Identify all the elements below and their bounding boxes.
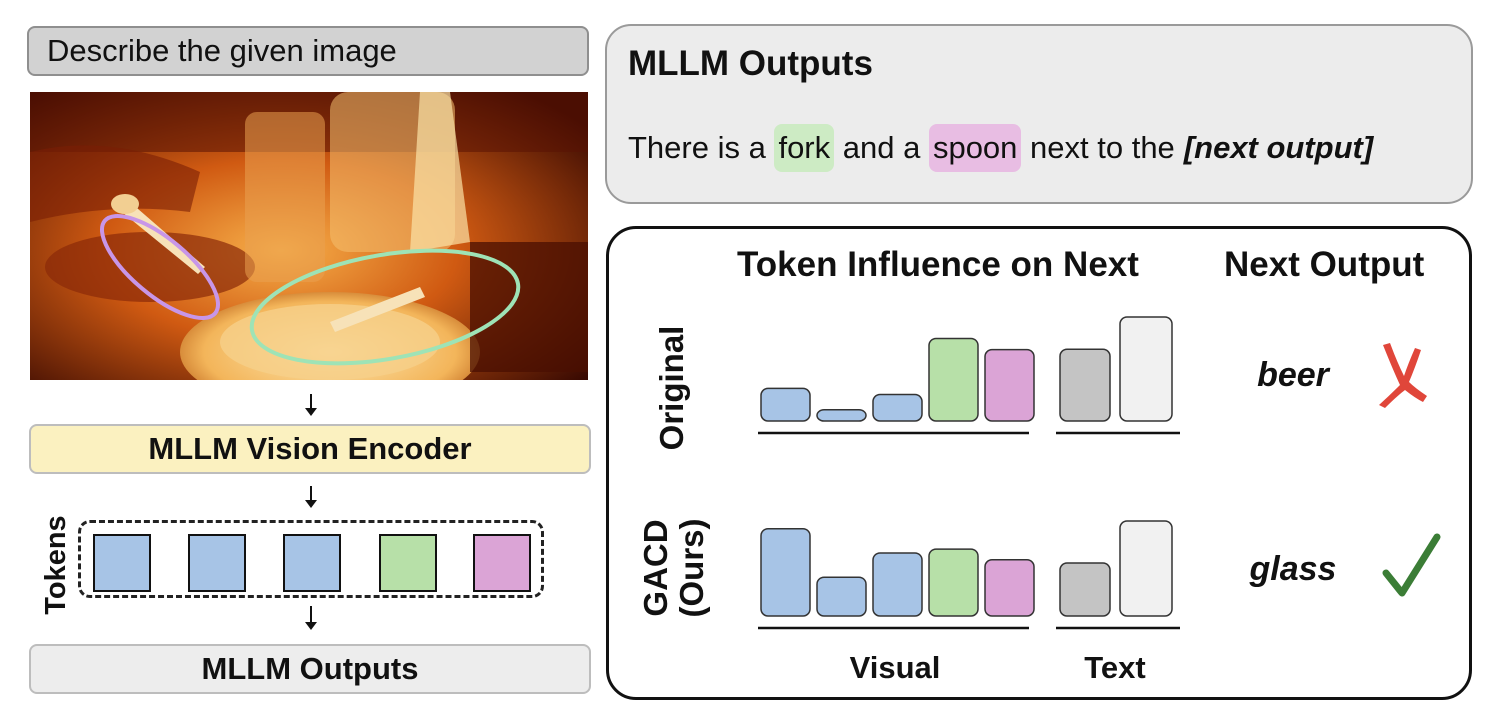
prompt-text: Describe the given image (47, 33, 397, 68)
next-output-placeholder: [next output] (1183, 130, 1374, 165)
row-label-gacd: GACD (637, 519, 674, 616)
visual-token-bar (928, 548, 979, 617)
visual-token-bar (816, 576, 867, 617)
text-token-bar (1059, 562, 1111, 617)
text-token-bar (1119, 316, 1173, 422)
next-output-word: glass (1249, 550, 1337, 588)
visual-token-bar (816, 409, 867, 422)
xlabel-visual: Visual (850, 650, 941, 685)
sentence-part: There is a (628, 130, 775, 165)
token-square (473, 534, 531, 592)
header-next-output: Next Output (1224, 245, 1425, 284)
visual-token-bar (872, 393, 923, 422)
output-sentence: There is a fork and a spoon next to the … (628, 122, 1373, 174)
vision-encoder-box: MLLM Vision Encoder (29, 424, 591, 474)
token-influence-panel (606, 226, 1472, 700)
visual-token-bar (760, 527, 811, 617)
arrow-down-icon (305, 606, 317, 630)
text-token-bar (1119, 520, 1173, 617)
text-token-bar (1059, 348, 1111, 422)
mllm-outputs-box: MLLM Outputs (29, 644, 591, 694)
visual-token-bar (872, 552, 923, 617)
highlight-spoon: spoon (928, 124, 1022, 172)
outputs-label: MLLM Outputs (201, 651, 419, 686)
visual-token-bar (984, 558, 1035, 617)
token-square (188, 534, 246, 592)
header-influence: Token Influence on Next (737, 245, 1139, 284)
prompt-box: Describe the given image (27, 26, 589, 76)
cross-icon (1379, 343, 1427, 408)
token-square (283, 534, 341, 592)
arrow-down-icon (305, 486, 317, 508)
outputs-panel-title: MLLM Outputs (628, 44, 873, 83)
sentence-part: next to the (1021, 130, 1175, 165)
next-output-word: beer (1257, 356, 1331, 394)
svg-text:Tokens: Tokens (40, 515, 72, 614)
row-label-original: Original (653, 326, 690, 451)
fork-ellipse (249, 248, 521, 366)
visual-token-bar (760, 387, 811, 422)
row-label-ours: (Ours) (673, 519, 710, 618)
arrow-down-icon (305, 394, 317, 416)
visual-token-bar (928, 337, 979, 422)
token-square (93, 534, 151, 592)
xlabel-text: Text (1084, 650, 1145, 685)
encoder-label: MLLM Vision Encoder (148, 431, 472, 466)
highlight-fork: fork (774, 124, 835, 172)
token-square (379, 534, 437, 592)
scene-photo (30, 92, 588, 380)
check-icon (1382, 533, 1441, 597)
tokens-label: Tokens (40, 515, 72, 614)
visual-token-bar (984, 348, 1035, 422)
outputs-panel (605, 24, 1473, 204)
tokens-group (78, 520, 544, 598)
sentence-part: and a (834, 130, 929, 165)
spoon-ellipse (99, 213, 221, 321)
